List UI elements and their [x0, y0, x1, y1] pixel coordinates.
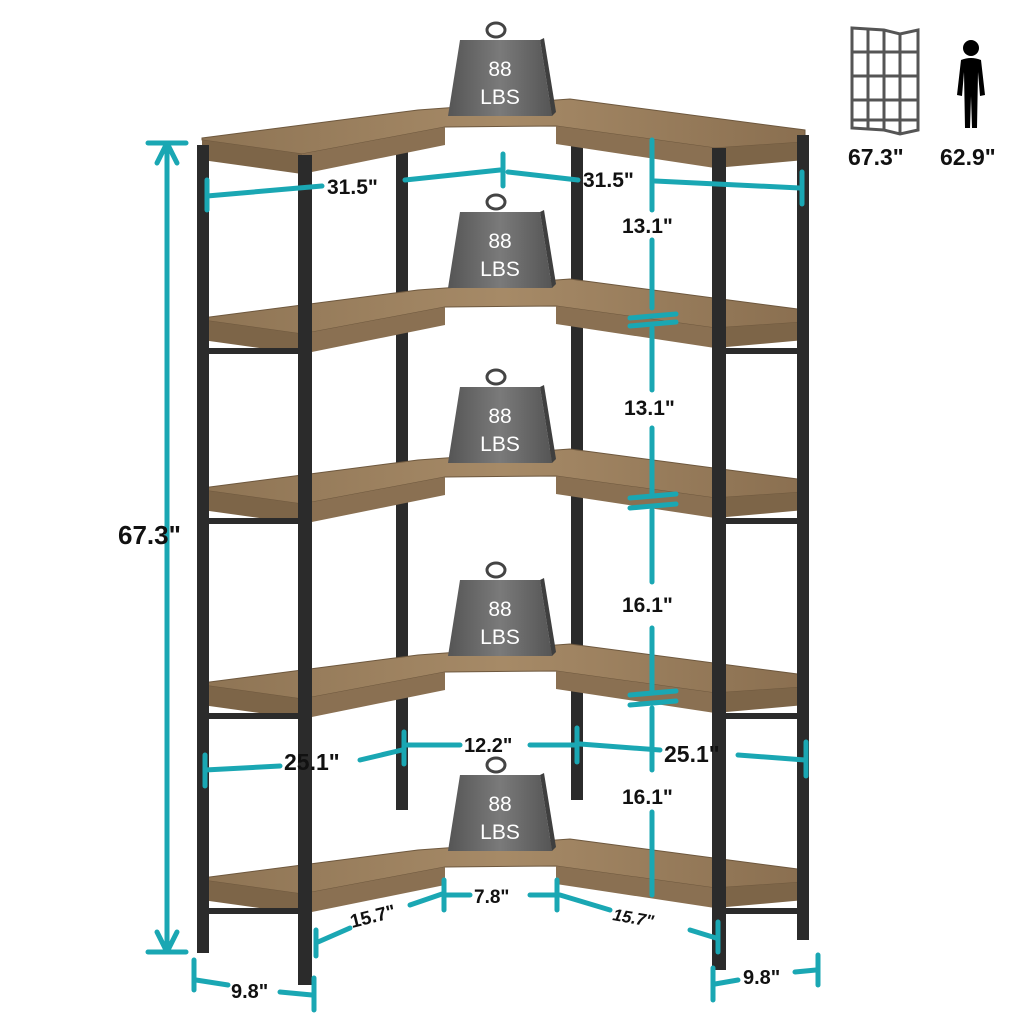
bottom-depth-right-label: 15.7"	[611, 905, 656, 931]
post-front-right-outer	[797, 135, 809, 940]
weight-unit-label: LBS	[480, 626, 520, 649]
person-height-label: 62.9"	[940, 144, 996, 170]
shelf-height-label: 67.3"	[848, 144, 904, 170]
side-depth-left-label: 9.8"	[231, 981, 268, 1003]
mid-width-center-label: 12.2"	[464, 735, 512, 757]
shelf-gap-3-label: 16.1"	[622, 594, 673, 617]
top-width-right-label: 31.5"	[583, 169, 634, 192]
person-silhouette-icon	[957, 40, 985, 128]
weight-value-label: 88	[488, 598, 511, 621]
shelf-thumbnail-icon	[850, 26, 920, 136]
weight-unit-label: LBS	[480, 433, 520, 456]
dimension-lines	[145, 137, 821, 1013]
bottom-depth-center-label: 7.8"	[474, 887, 509, 908]
weight-unit-label: LBS	[480, 86, 520, 109]
dimension-labels: 67.3" 31.5" 31.5" 13.1" 13.1" 16.1" 16.1…	[118, 169, 780, 1003]
post-front-right-inner	[712, 148, 726, 970]
side-depth-right-label: 9.8"	[743, 967, 780, 989]
weight-unit-label: LBS	[480, 821, 520, 844]
post-front-left-inner	[298, 155, 312, 985]
weight-unit-label: LBS	[480, 258, 520, 281]
shelf-gap-1-label: 13.1"	[622, 215, 673, 238]
total-height-label: 67.3"	[118, 520, 181, 550]
post-front-left-outer	[197, 145, 209, 953]
weight-value-label: 88	[488, 230, 511, 253]
shelf-gap-4-label: 16.1"	[622, 786, 673, 809]
bottom-depth-left-label: 15.7"	[348, 901, 398, 933]
mid-width-left-label: 25.1"	[284, 749, 340, 775]
top-width-left-label: 31.5"	[327, 176, 378, 199]
frame-front	[197, 135, 809, 985]
weight-value-label: 88	[488, 793, 511, 816]
weight-value-label: 88	[488, 58, 511, 81]
mid-width-right-label: 25.1"	[664, 741, 720, 767]
weight-value-label: 88	[488, 405, 511, 428]
shelf-gap-2-label: 13.1"	[624, 397, 675, 420]
height-comparison: 67.3" 62.9"	[848, 26, 996, 170]
